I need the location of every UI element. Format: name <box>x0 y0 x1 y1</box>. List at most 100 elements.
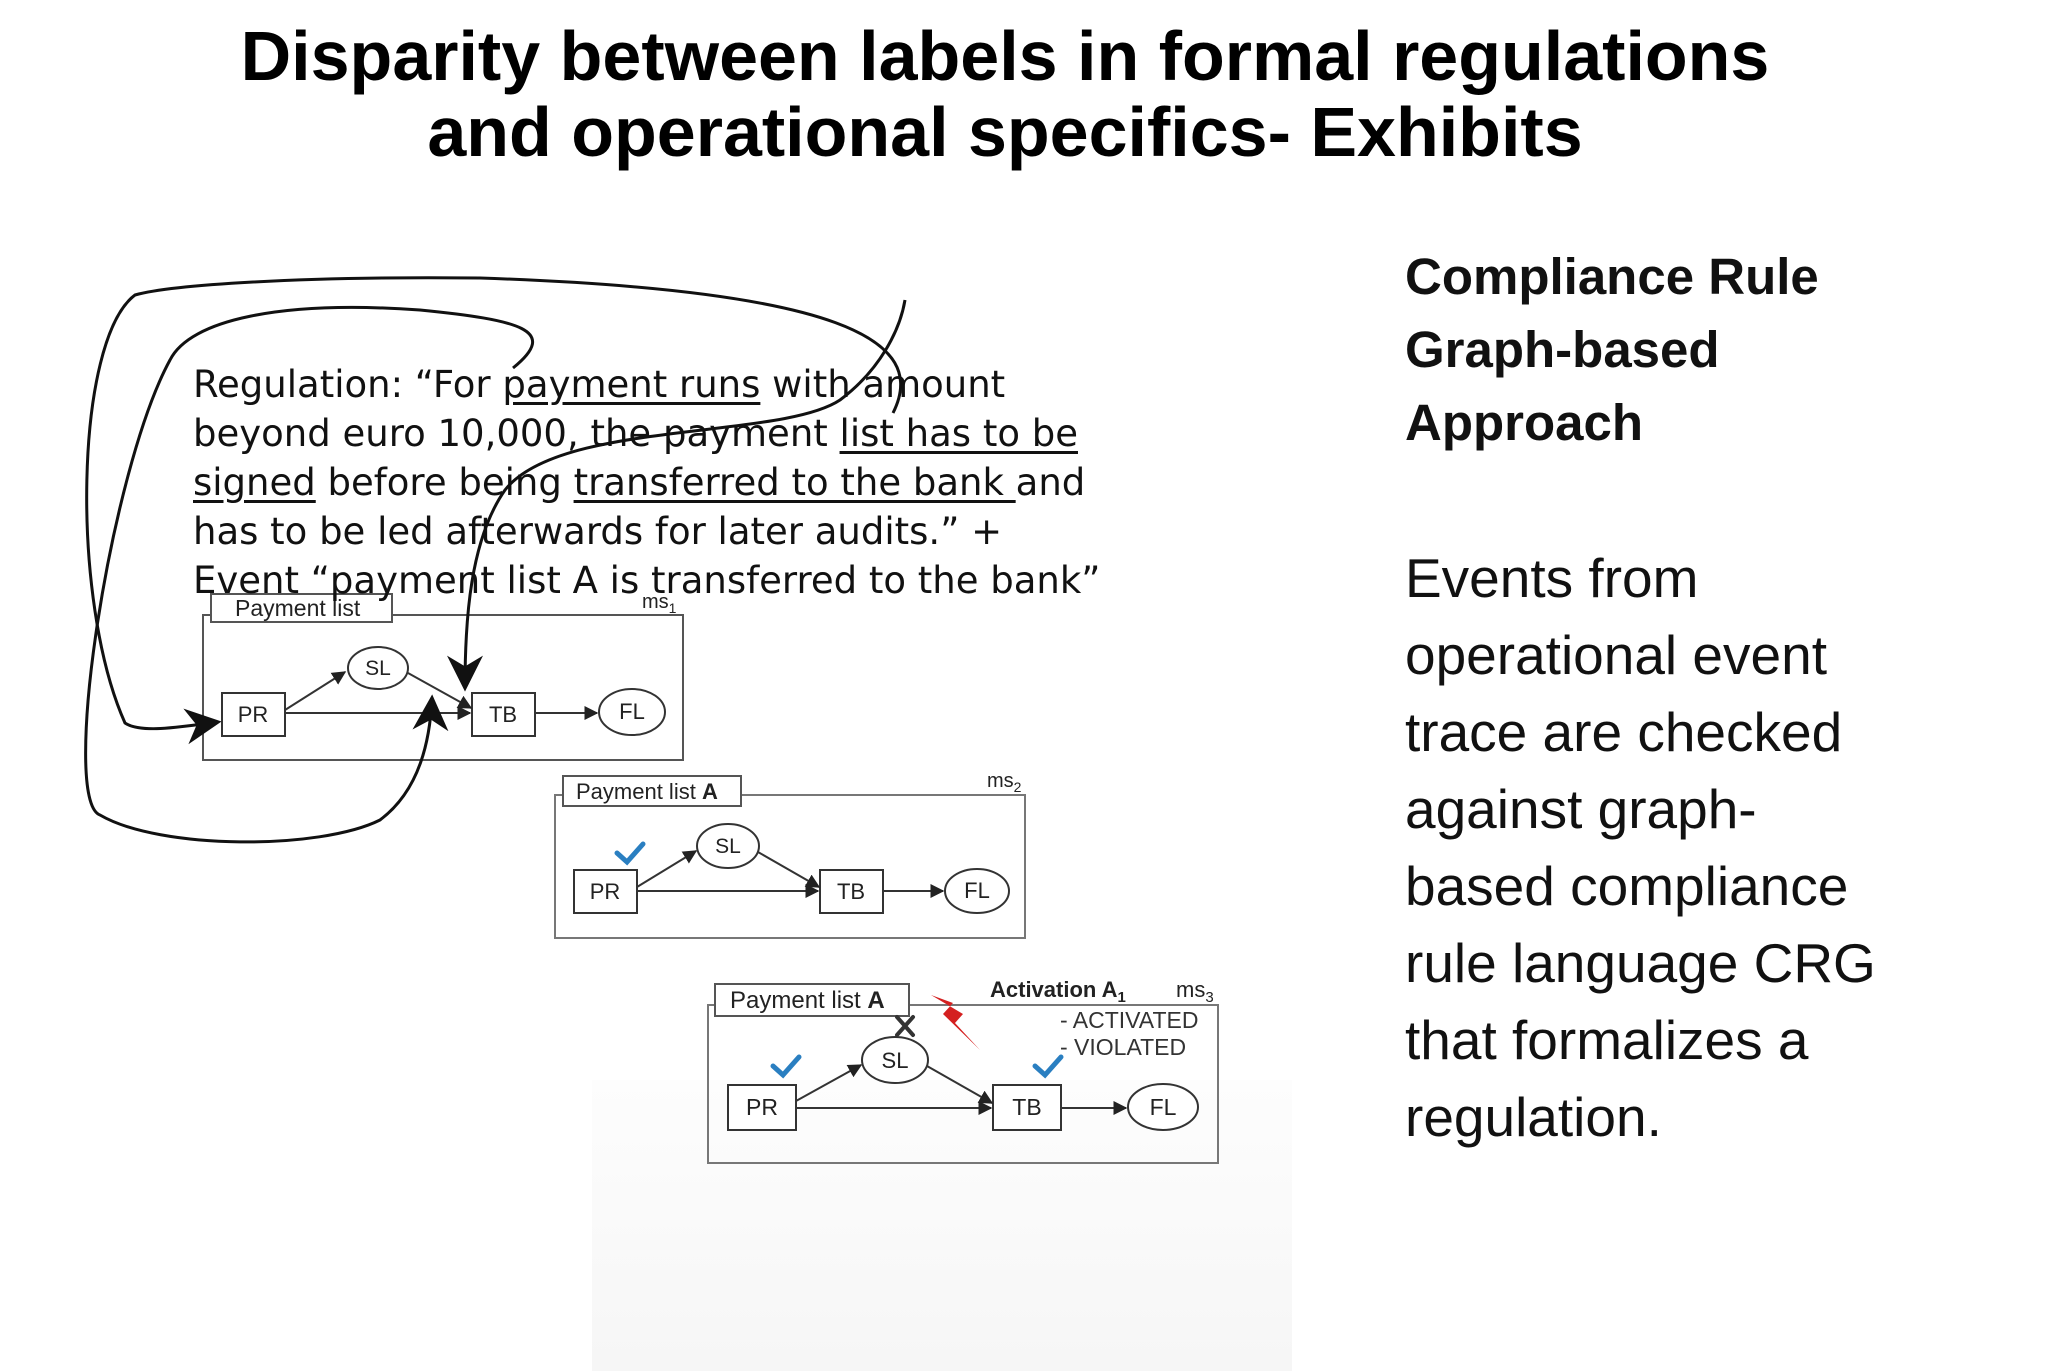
sidebar-heading: Compliance Rule Graph-based Approach <box>1405 240 1819 459</box>
heading-line: Compliance Rule <box>1405 248 1819 305</box>
regulation-line-3: signed before being transferred to the b… <box>193 458 1100 507</box>
ms-label: ms <box>987 770 1014 792</box>
node-pr-label: PR <box>238 702 269 727</box>
heading-line: Graph-based <box>1405 321 1720 378</box>
node-pr-label: PR <box>590 879 621 904</box>
text-span: before being <box>315 461 574 504</box>
text-span: beyond euro 10,000, the payment <box>193 412 840 455</box>
regulation-text: Regulation: “For payment runs with amoun… <box>193 360 1100 605</box>
lightning-bolt-icon <box>931 995 980 1050</box>
ms-subscript: 1 <box>669 600 677 616</box>
model-label: ms1 <box>642 591 677 616</box>
diagram-frame <box>707 1004 1219 1164</box>
node-pr-label: PR <box>746 1094 778 1120</box>
node-sl-label: SL <box>365 657 391 680</box>
edge-pr-sl <box>284 671 347 711</box>
ms-label: ms <box>1176 977 1205 1002</box>
node-fl <box>944 868 1010 914</box>
edge-pr-sl <box>636 850 698 888</box>
node-fl <box>1127 1083 1199 1131</box>
node-tb <box>992 1084 1062 1131</box>
diagram-title: Payment list <box>235 595 361 621</box>
text-span: and <box>1015 461 1086 504</box>
title-text: Payment list <box>730 987 867 1014</box>
body-line: Events from <box>1405 547 1699 609</box>
title-line-2: and operational specifics- Exhibits <box>427 93 1583 171</box>
diagram-3: Payment list A Activation A1 ms3 - ACTIV… <box>707 977 1219 1164</box>
node-tb-label: TB <box>1012 1094 1041 1120</box>
node-sl-label: SL <box>882 1048 909 1073</box>
arrow-payment-runs-to-pr <box>85 276 903 745</box>
activation-subscript: 1 <box>1118 989 1126 1006</box>
node-fl-label: FL <box>1150 1094 1177 1120</box>
node-tb-label: TB <box>837 879 865 904</box>
sidebar-body: Events from operational event trace are … <box>1405 540 1876 1156</box>
body-line: trace are checked <box>1405 701 1843 763</box>
node-tb <box>819 869 884 914</box>
edge-sl-tb <box>757 851 821 888</box>
node-sl <box>861 1036 929 1084</box>
diagram-label-box <box>714 983 910 1017</box>
check-icon <box>1032 1054 1064 1079</box>
title-bold: A <box>702 779 718 804</box>
regulation-line-4: has to be led afterwards for later audit… <box>193 510 1003 553</box>
node-fl <box>598 688 666 736</box>
body-line: that formalizes a <box>1405 1009 1809 1071</box>
diagram-2: Payment list A ms2 PR SL TB FL <box>554 770 1026 939</box>
title-bold: A <box>867 987 884 1014</box>
text-span: with amount <box>760 363 1006 406</box>
arrow-transferred-to-tb <box>447 299 907 692</box>
diagram-1: Payment list ms1 PR SL TB FL <box>202 591 684 761</box>
body-line: rule language CRG <box>1405 932 1876 994</box>
node-tb <box>471 692 536 737</box>
check-icon <box>614 841 646 866</box>
body-line: operational event <box>1405 624 1827 686</box>
node-sl <box>696 823 760 869</box>
slide-title: Disparity between labels in formal regul… <box>0 18 2010 170</box>
check-icon <box>770 1054 802 1079</box>
underlined-term: payment runs <box>502 363 761 406</box>
node-fl-label: FL <box>964 878 990 903</box>
mapping-arrows <box>84 276 907 844</box>
x-mark-icon <box>895 1015 915 1037</box>
diagram-label-box <box>210 593 393 623</box>
edge-sl-tb <box>407 672 473 709</box>
node-sl-label: SL <box>715 835 741 858</box>
activation-label: Activation A1 <box>990 977 1126 1006</box>
ms-subscript: 2 <box>1014 779 1022 795</box>
heading-line: Approach <box>1405 394 1644 451</box>
status-activated: - ACTIVATED <box>1060 1007 1198 1033</box>
node-pr <box>573 869 638 914</box>
diagram-frame <box>202 614 684 761</box>
underlined-term: signed <box>193 461 316 504</box>
diagram-title: Payment list A <box>730 987 885 1014</box>
underlined-term: transferred to the bank <box>573 461 1016 504</box>
edge-pr-sl <box>795 1064 863 1102</box>
node-fl-label: FL <box>619 699 645 724</box>
activation-text: Activation A <box>990 977 1118 1002</box>
underlined-term: list has to be <box>839 412 1078 455</box>
body-line: against graph- <box>1405 778 1757 840</box>
body-line: based compliance <box>1405 855 1849 917</box>
regulation-line-2: beyond euro 10,000, the payment list has… <box>193 409 1100 458</box>
title-text: Payment list <box>576 779 702 804</box>
ms-subscript: 3 <box>1205 989 1213 1006</box>
diagram-frame <box>554 794 1026 939</box>
diagram-label-box <box>562 775 742 807</box>
regulation-line-1: Regulation: “For payment runs with amoun… <box>193 360 1100 409</box>
model-label: ms2 <box>987 770 1022 795</box>
status-violated: - VIOLATED <box>1060 1034 1186 1060</box>
body-line: regulation. <box>1405 1086 1662 1148</box>
arrow-signed-to-sl <box>84 305 535 844</box>
node-tb-label: TB <box>489 702 517 727</box>
title-line-1: Disparity between labels in formal regul… <box>240 17 1770 95</box>
ms-label: ms <box>642 591 669 613</box>
edge-sl-tb <box>926 1065 994 1104</box>
text-span: Regulation: “For <box>193 363 503 406</box>
model-label: ms3 <box>1176 977 1214 1006</box>
regulation-line-5: Event “payment list A is transferred to … <box>193 559 1101 602</box>
node-sl <box>347 646 409 690</box>
node-pr <box>221 692 286 737</box>
diagram-title: Payment list A <box>576 779 718 804</box>
